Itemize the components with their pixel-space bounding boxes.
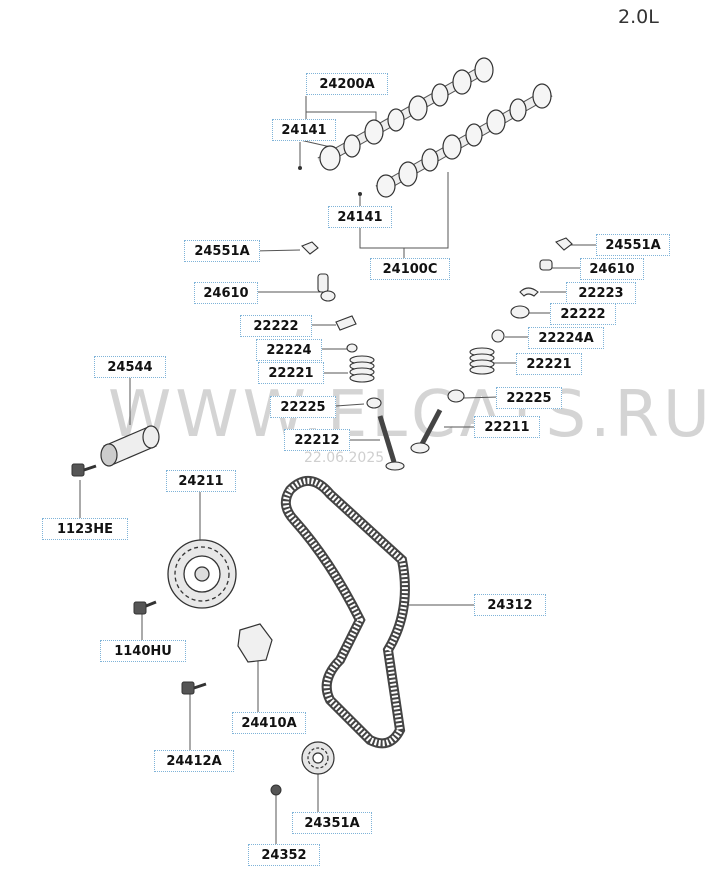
callout-22223[interactable]: 22223	[566, 282, 636, 304]
retainer-left	[335, 315, 357, 331]
engine-tag: 2.0L	[618, 6, 659, 28]
dowel-pin-bottom	[358, 192, 362, 196]
valve-seat-right	[447, 389, 465, 403]
callout-24544[interactable]: 24544	[94, 356, 166, 378]
callout-22225-left[interactable]: 22225	[270, 396, 336, 418]
rocker-arm-right	[555, 237, 573, 251]
callout-24141-bottom[interactable]: 24141	[328, 206, 392, 228]
rocker-arm-left	[301, 241, 319, 255]
callout-24100C[interactable]: 24100C	[370, 258, 450, 280]
callout-22225-right[interactable]: 22225	[496, 387, 562, 409]
lash-adjuster-right	[539, 259, 553, 271]
crank-sprocket	[301, 741, 335, 775]
valve-spring-right	[469, 347, 495, 375]
valve-train-left	[301, 241, 405, 471]
callout-24141-top[interactable]: 24141	[272, 119, 336, 141]
valve-seat-left	[366, 397, 382, 409]
camshaft-intake	[317, 57, 494, 171]
callout-24610-left[interactable]: 24610	[194, 282, 258, 304]
callout-24351A[interactable]: 24351A	[292, 812, 372, 834]
callout-22224A[interactable]: 22224A	[528, 327, 604, 349]
leader-22225-left	[335, 403, 365, 407]
callout-24312[interactable]: 24312	[474, 594, 546, 616]
callout-24610-right[interactable]: 24610	[580, 258, 644, 280]
valve-keeper-left	[346, 343, 358, 353]
bolt-1140HU	[133, 600, 157, 615]
callout-22224[interactable]: 22224	[256, 339, 322, 361]
watermark: WWW.ELCATS.RU	[108, 378, 712, 452]
callout-1123HE[interactable]: 1123HE	[42, 518, 128, 540]
bolt-24412A	[181, 681, 207, 695]
retainer-right	[510, 305, 530, 319]
timing-belt	[280, 476, 410, 749]
valve-keeper-right	[491, 329, 505, 343]
lash-adjuster-left	[317, 273, 329, 293]
valve-spring-left	[349, 355, 375, 383]
camshaft-exhaust	[375, 83, 553, 198]
watermark-date: 22.06.2025	[304, 450, 385, 466]
callout-24211[interactable]: 24211	[166, 470, 236, 492]
callout-22211[interactable]: 22211	[474, 416, 540, 438]
callout-24200A[interactable]: 24200A	[306, 73, 388, 95]
valve-left	[385, 461, 405, 471]
callout-1140HU[interactable]: 1140HU	[100, 640, 186, 662]
leader-24551A-left	[253, 249, 301, 252]
callout-22221-left[interactable]: 22221	[258, 362, 324, 384]
valve-right	[410, 442, 430, 454]
callout-22222-right[interactable]: 22222	[550, 303, 616, 325]
idler-sleeve	[100, 425, 160, 467]
leader-24200A	[305, 96, 377, 122]
callout-24410A[interactable]: 24410A	[232, 712, 306, 734]
leader-22225-right	[463, 396, 499, 399]
callout-22212[interactable]: 22212	[284, 429, 350, 451]
valve-cotter-right	[519, 287, 539, 297]
callout-24551A-left[interactable]: 24551A	[184, 240, 260, 262]
valve-train-right	[410, 237, 573, 454]
tensioner-bracket	[237, 623, 273, 663]
nut-24352	[270, 784, 282, 796]
callout-24352[interactable]: 24352	[248, 844, 320, 866]
cam-sprocket	[167, 539, 237, 609]
callout-22222-left[interactable]: 22222	[240, 315, 312, 337]
callout-22221-right[interactable]: 22221	[516, 353, 582, 375]
callout-24412A[interactable]: 24412A	[154, 750, 234, 772]
callout-24551A-right[interactable]: 24551A	[596, 234, 670, 256]
dowel-pin-top	[298, 166, 302, 170]
bolt-1123HE	[71, 463, 97, 477]
